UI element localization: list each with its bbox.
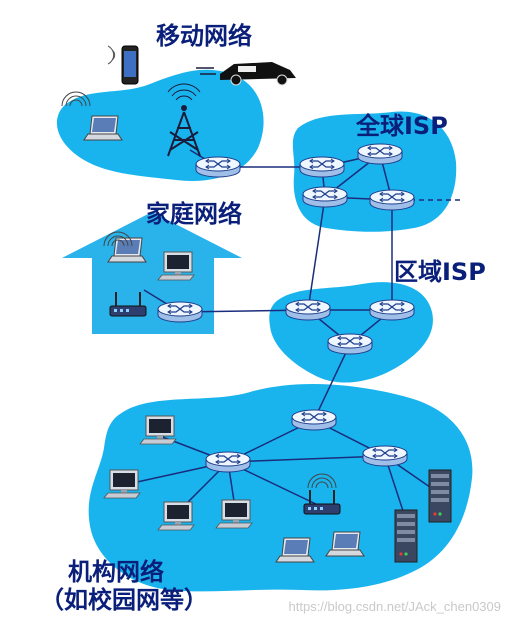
mobile-network-cloud [56, 69, 264, 181]
router-icon [157, 301, 203, 323]
watermark-text: https://blog.csdn.net/JAck_chen0309 [288, 599, 501, 614]
router-icon [327, 333, 373, 355]
server-icon [428, 469, 452, 523]
car-icon [196, 62, 296, 86]
router-icon [369, 299, 415, 321]
router-icon [369, 189, 415, 211]
home-network-house [62, 212, 242, 334]
router-icon [299, 156, 345, 178]
router-icon [357, 143, 403, 165]
regional-isp-cloud [269, 282, 433, 383]
router-icon [302, 186, 348, 208]
regional-isp-label: 区域ISP [394, 258, 486, 286]
cell-tower-icon [167, 83, 201, 157]
mobile-network-label: 移动网络 [156, 22, 252, 50]
home-network-label: 家庭网络 [146, 200, 242, 228]
smartphone-icon [107, 45, 139, 85]
router-icon [195, 156, 241, 178]
router-icon [205, 451, 251, 473]
global-isp-label: 全球ISP [355, 112, 448, 140]
router-icon [285, 299, 331, 321]
institutional-network-label: 机构网络 [68, 558, 164, 586]
institutional-network-sublabel: （如校园网等） [40, 586, 208, 614]
server-icon [394, 509, 418, 563]
router-icon [291, 409, 337, 431]
router-icon [362, 445, 408, 467]
